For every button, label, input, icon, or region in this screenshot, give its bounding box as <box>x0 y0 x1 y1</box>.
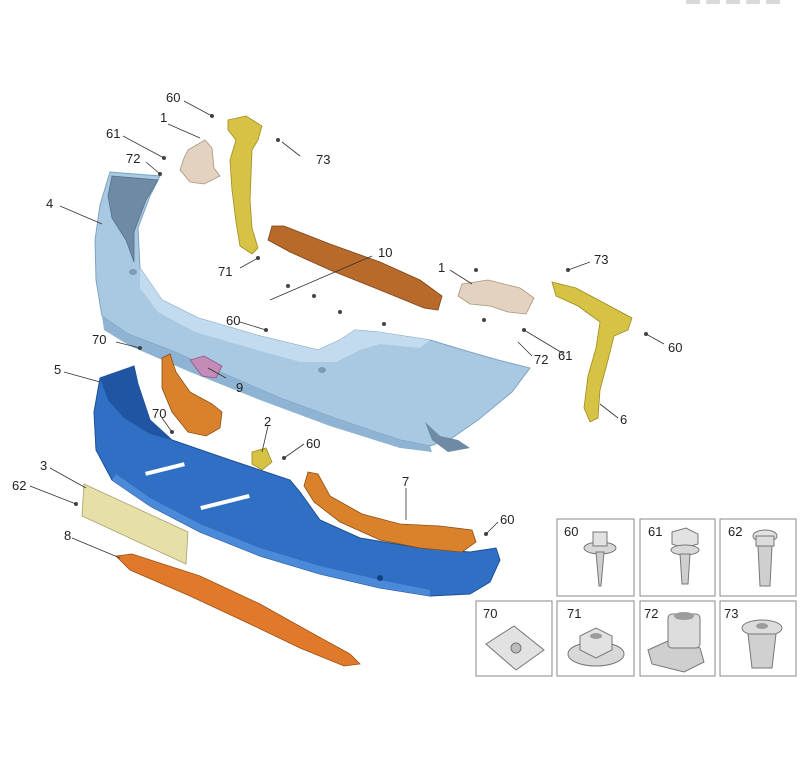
part-9-bracket <box>189 355 223 379</box>
callout-71: 71 <box>218 264 232 279</box>
callout-60: 60 <box>306 436 320 451</box>
callout-60: 60 <box>226 313 240 328</box>
callout-10: 10 <box>378 245 392 260</box>
legend-box-73: 73 <box>719 600 797 677</box>
callout-1: 1 <box>160 110 167 125</box>
part-5-lower-cover <box>93 365 501 597</box>
legend-label-71: 71 <box>567 606 581 621</box>
flange-nut-icon <box>567 627 625 667</box>
legend-label-73: 73 <box>724 606 738 621</box>
legend-box-60: 60 <box>556 518 635 597</box>
legend-box-71: 71 <box>556 600 635 677</box>
fastener-dots <box>74 114 648 536</box>
callout-70: 70 <box>152 406 166 421</box>
callout-73: 73 <box>316 152 330 167</box>
callout-60: 60 <box>668 340 682 355</box>
clip-retainer-icon <box>647 612 705 673</box>
orange-left-housing <box>161 353 223 437</box>
fastener-legend: 60 61 62 <box>475 518 797 677</box>
callout-7: 7 <box>402 474 409 489</box>
push-rivet-icon <box>741 619 783 669</box>
callout-60: 60 <box>500 512 514 527</box>
window-control-1 <box>686 0 700 4</box>
legend-box-72: 72 <box>639 600 716 677</box>
part-6-bracket-right <box>551 281 633 423</box>
callout-2: 2 <box>264 414 271 429</box>
part-4-bumper-cover <box>94 171 531 452</box>
callout-72: 72 <box>534 352 548 367</box>
callout-5: 5 <box>54 362 61 377</box>
part-10-absorber <box>267 225 443 311</box>
legend-label-60: 60 <box>564 524 578 539</box>
flange-bolt-icon <box>583 531 617 587</box>
part-3-plate <box>81 483 189 565</box>
callout-73: 73 <box>594 252 608 267</box>
clip-nut-icon <box>485 625 545 671</box>
callout-72: 72 <box>126 151 140 166</box>
part-1-bracket-right <box>457 279 535 315</box>
callout-1: 1 <box>438 260 445 275</box>
legend-box-70: 70 <box>475 600 553 677</box>
callout-60: 60 <box>166 90 180 105</box>
legend-label-61: 61 <box>648 524 662 539</box>
callout-6: 6 <box>620 412 627 427</box>
legend-label-62: 62 <box>728 524 742 539</box>
part-8-diffuser <box>115 553 361 667</box>
legend-label-72: 72 <box>644 606 658 621</box>
callout-labels: 60 1 61 72 73 4 10 71 1 73 60 72 61 60 7… <box>12 90 682 543</box>
callout-9: 9 <box>236 380 243 395</box>
window-control-3 <box>726 0 740 4</box>
window-controls <box>686 0 780 4</box>
part-2-bracket <box>251 447 273 471</box>
callout-8: 8 <box>64 528 71 543</box>
hex-bolt-icon <box>670 527 700 585</box>
window-control-2 <box>706 0 720 4</box>
legend-box-61: 61 <box>639 518 716 597</box>
part-7-housing <box>303 471 477 553</box>
legend-label-70: 70 <box>483 606 497 621</box>
callout-70: 70 <box>92 332 106 347</box>
callout-3: 3 <box>40 458 47 473</box>
callout-4: 4 <box>46 196 53 211</box>
callout-62: 62 <box>12 478 26 493</box>
yellow-bracket-left <box>227 115 263 255</box>
callout-61: 61 <box>106 126 120 141</box>
leader-lines <box>29 100 665 559</box>
part-1-bracket-left <box>179 139 221 185</box>
window-control-5 <box>766 0 780 4</box>
window-control-4 <box>746 0 760 4</box>
legend-box-62: 62 <box>719 518 797 597</box>
callout-61: 61 <box>558 348 572 363</box>
screw-icon <box>752 529 778 587</box>
